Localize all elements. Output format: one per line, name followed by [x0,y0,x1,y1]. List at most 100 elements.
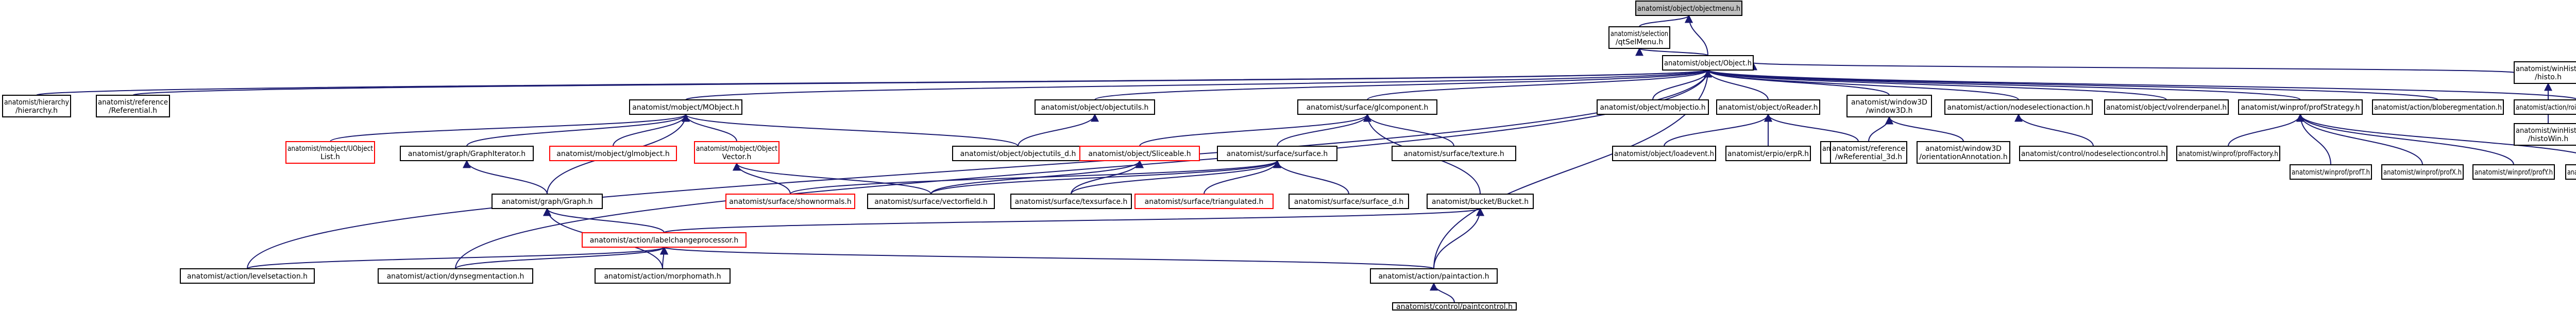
node-label: anatomist/surface/glcomponent.h [1307,103,1429,112]
node-texsurface[interactable]: anatomist/surface/texsurface.h [1010,194,1132,209]
node-nodeselectionaction[interactable]: anatomist/action/nodeselectionaction.h [1944,99,2093,115]
node-Bucket[interactable]: anatomist/bucket/Bucket.h [1427,194,1534,209]
edge-loadObject-to-oReader [1764,113,1859,142]
node-label: /orientationAnnotation.h [1919,153,2007,161]
node-window3D[interactable]: anatomist/window3D/window3D.h [1846,95,1932,117]
node-label: anatomist/object/mobjectio.h [1600,103,1705,112]
node-GraphIterator[interactable]: anatomist/graph/GraphIterator.h [400,146,534,161]
node-box [1725,146,1811,161]
node-box [1217,146,1337,161]
node-profT[interactable]: anatomist/winprof/profT.h [2290,164,2372,180]
node-profFactory[interactable]: anatomist/winprof/profFactory.h [2176,146,2280,161]
edge-glmobject-to-MObject [613,113,690,147]
node-label: anatomist/mobject/glmobject.h [556,150,670,158]
node-objectutils[interactable]: anatomist/object/objectutils.h [1035,99,1155,115]
edge-UObjectList-to-MObject [330,113,690,142]
node-Object[interactable]: anatomist/object/Object.h [1662,55,1754,71]
node-labelchangeprocessor[interactable]: anatomist/action/labelchangeprocessor.h [582,232,747,248]
node-objectmenu[interactable]: anatomist/object/objectmenu.h [1635,1,1742,16]
edge-qtSelMenu-to-objectmenu [1639,14,1693,27]
node-box [1134,194,1274,209]
edge-profY-to-profStrategy [2296,113,2514,165]
node-profY[interactable]: anatomist/winprof/profY.h [2472,164,2555,180]
edge-texture-to-glcomponent [1363,113,1454,147]
node-profX[interactable]: anatomist/winprof/profX.h [2381,164,2464,180]
node-orientationAnnotation[interactable]: anatomist/window3D/orientationAnnotation… [1917,141,2010,164]
node-box [2019,146,2167,161]
node-rendererpanel[interactable]: anatomist/object/volrenderpanel.h [2104,99,2229,115]
node-label: List.h [320,153,340,161]
node-box [1427,194,1534,209]
node-vectorfield[interactable]: anatomist/surface/vectorfield.h [867,194,995,209]
node-Graph[interactable]: anatomist/graph/Graph.h [492,194,603,209]
node-Referential[interactable]: anatomist/reference/Referential.h [96,95,170,117]
node-label: anatomist/action/nodeselectionaction.h [1947,103,2090,112]
node-erpR[interactable]: anatomist/erpio/erpR.h [1725,146,1811,161]
node-box [2290,164,2372,180]
edge-Object-to-qtSelMenu [1635,47,1708,56]
node-Sliceable[interactable]: anatomist/object/Sliceable.h [1079,146,1200,161]
node-surface_d[interactable]: anatomist/surface/surface_d.h [1289,194,1409,209]
node-surface[interactable]: anatomist/surface/surface.h [1217,146,1337,161]
node-paintaction[interactable]: anatomist/action/paintaction.h [1370,268,1498,284]
node-loadevent[interactable]: anatomist/object/loadevent.h [1612,146,1716,161]
node-box [2514,99,2576,115]
node-box [2238,99,2363,115]
node-hierarchy[interactable]: anatomist/hierarchy/hierarchy.h [2,95,71,117]
edge-profFactory-to-profStrategy [2228,113,2304,147]
node-mobjectio[interactable]: anatomist/object/mobjectio.h [1597,99,1709,115]
node-label: anatomist/surface/texsurface.h [1015,198,1128,206]
node-box [285,141,375,164]
node-MObject[interactable]: anatomist/mobject/MObject.h [629,99,742,115]
node-triangulated[interactable]: anatomist/surface/triangulated.h [1134,194,1274,209]
node-histoWin[interactable]: anatomist/winHisto/histoWin.h [2514,123,2576,146]
node-label: /histoWin.h [2528,135,2568,143]
node-label: anatomist/action/morphomath.h [604,272,721,281]
node-box [96,95,170,117]
node-qtSelMenu[interactable]: anatomist/selection/qtSelMenu.h [1608,26,1670,49]
node-label: anatomist/object/Object.h [1664,59,1752,67]
node-box [1010,194,1132,209]
node-roimanagement[interactable]: anatomist/action/roimanagementaction.h [2514,99,2576,115]
node-profStrategy[interactable]: anatomist/winprof/profStrategy.h [2238,99,2363,115]
node-oReader[interactable]: anatomist/object/oReader.h [1716,99,1820,115]
edge-morphomath-to-labelchangeprocessor [659,246,668,269]
node-label: anatomist/winprof/profStrategy.h [2241,103,2360,112]
node-bloberegmentation[interactable]: anatomist/action/bloberegmentation.h [2372,99,2504,115]
node-morphomath[interactable]: anatomist/action/morphomath.h [595,268,731,284]
edge-Sliceable-to-glcomponent [1139,113,1371,147]
node-label: /Referential.h [109,107,157,115]
edge-paintcontrol-to-paintaction [1430,282,1455,303]
node-box [952,146,1084,161]
node-label: anatomist/mobject/UObject [287,145,373,153]
node-box [1716,99,1820,115]
node-label: anatomist/hierarchy [4,98,69,107]
node-nodeselectioncontrol[interactable]: anatomist/control/nodeselectioncontrol.h [2019,146,2167,161]
node-Referential3d[interactable]: anatomist/reference/wReferential_3d.h [1830,141,1907,164]
node-label: anatomist/graph/Graph.h [501,198,592,206]
edge-bloberegmentation-to-Object [1704,69,2438,100]
node-histo[interactable]: anatomist/winHisto/histo.h [2514,61,2576,84]
node-profZ[interactable]: anatomist/winprof/profZ.h [2565,164,2576,180]
node-shownormals[interactable]: anatomist/surface/shownormals.h [725,194,855,209]
node-box [1370,268,1498,284]
node-label: anatomist/winHisto [2516,127,2576,135]
node-label: /hierarchy.h [15,107,58,115]
node-dynsegmentaction[interactable]: anatomist/action/dynsegmentaction.h [378,268,533,284]
node-box [2372,99,2504,115]
node-objectutils_d[interactable]: anatomist/object/objectutils_d.h [952,146,1084,161]
node-levelsetaction[interactable]: anatomist/action/levelsetaction.h [180,268,315,284]
node-box [1612,146,1716,161]
node-label: anatomist/reference [98,98,168,107]
node-texture[interactable]: anatomist/surface/texture.h [1392,146,1516,161]
node-label: anatomist/object/loadevent.h [1614,150,1714,158]
node-paintcontrol[interactable]: anatomist/control/paintcontrol.h [1392,302,1517,311]
node-glcomponent[interactable]: anatomist/surface/glcomponent.h [1297,99,1437,115]
edge-MObject-to-Object [685,69,1711,100]
node-glmobject[interactable]: anatomist/mobject/glmobject.h [549,146,677,161]
node-label: anatomist/surface/surface.h [1227,150,1328,158]
